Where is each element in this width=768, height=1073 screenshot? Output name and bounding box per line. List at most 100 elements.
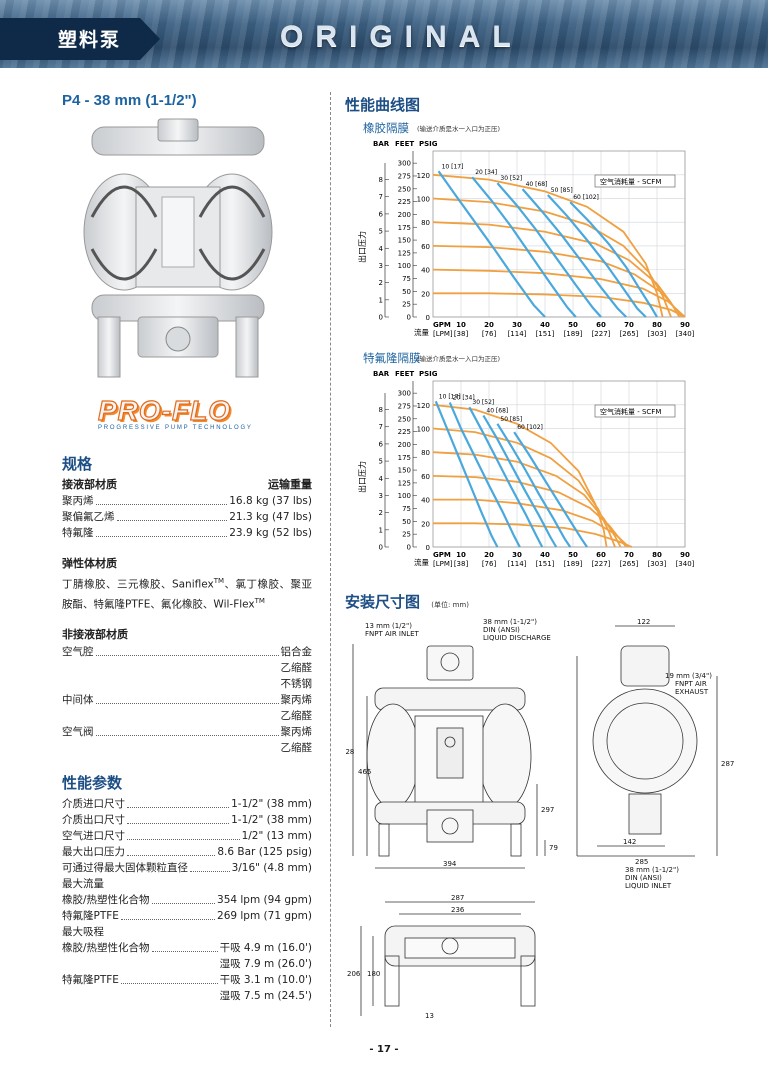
bar-tick: 6 bbox=[379, 210, 384, 218]
lpm-tick: [265] bbox=[620, 330, 639, 338]
nonwetted-row-leader bbox=[95, 692, 279, 704]
gpm-tick: 10 bbox=[456, 321, 466, 329]
gpm-tick: 10 bbox=[456, 551, 466, 559]
performance-row-label: 可通过得最大固体颗粒直径 bbox=[62, 862, 188, 874]
performance-row-value: 354 lpm (94 gpm) bbox=[217, 894, 312, 906]
dim-inlet-1: 38 mm (1-1/2") bbox=[625, 866, 679, 874]
performance-row-label: 空气进口尺寸 bbox=[62, 830, 125, 842]
feet-tick: 125 bbox=[398, 249, 411, 257]
chart-subtitle: (输送介质是水一入口为正压) bbox=[417, 354, 500, 363]
psig-tick: 20 bbox=[421, 520, 430, 528]
psig-tick: 0 bbox=[426, 314, 430, 322]
wetted-row-leader bbox=[116, 509, 228, 521]
dim-142: 142 bbox=[623, 838, 636, 846]
lpm-tick: [151] bbox=[536, 560, 555, 568]
performance-row-leader bbox=[190, 860, 230, 872]
feet-tick: 275 bbox=[398, 172, 411, 180]
psig-tick: 80 bbox=[421, 449, 430, 457]
chart-ylabel: 出口压力 bbox=[357, 461, 367, 493]
bar-tick: 4 bbox=[379, 475, 384, 483]
air-curve bbox=[471, 176, 577, 318]
performance-row-leader bbox=[120, 972, 218, 984]
gpm-tick: 60 bbox=[596, 551, 606, 559]
bar-tick: 3 bbox=[379, 492, 383, 500]
nonwetted-row-leader bbox=[95, 644, 279, 656]
plot-frame bbox=[432, 150, 686, 318]
feet-tick: 150 bbox=[398, 467, 411, 475]
performance-row-value: 湿吸 7.9 m (26.0') bbox=[219, 958, 312, 970]
dim-285: 285 bbox=[635, 858, 648, 866]
performance-row-label: 特氟隆PTFE bbox=[62, 974, 119, 986]
psig-tick: 100 bbox=[417, 196, 430, 204]
performance-row-leader bbox=[151, 892, 216, 904]
psig-tick: 100 bbox=[417, 426, 430, 434]
performance-row: 最大吸程 bbox=[62, 924, 312, 940]
chart-title: 特氟隆隔膜 bbox=[363, 351, 421, 365]
wetted-row-value: 16.8 kg (37 lbs) bbox=[229, 495, 312, 507]
feet-tick: 225 bbox=[398, 198, 411, 206]
performance-row-label: 最大出口压力 bbox=[62, 846, 125, 858]
chart-title: 橡胶隔膜 bbox=[363, 121, 409, 135]
feet-tick: 75 bbox=[402, 275, 411, 283]
dim-inlet-3: LIQUID INLET bbox=[625, 882, 672, 890]
wetted-row-label: 聚丙烯 bbox=[62, 495, 94, 507]
nonwetted-row-leader bbox=[64, 676, 279, 688]
dimensions-heading: 安装尺寸图 bbox=[345, 593, 421, 611]
air-curve-label: 10 [17] bbox=[439, 393, 461, 400]
lpm-tick: [303] bbox=[648, 560, 667, 568]
bar-tick: 2 bbox=[379, 279, 383, 287]
unit-bar: BAR bbox=[373, 370, 390, 378]
pressure-curve bbox=[432, 268, 686, 318]
performance-row-leader bbox=[127, 844, 216, 856]
legend-box bbox=[594, 174, 676, 188]
air-curve bbox=[513, 431, 588, 548]
gpm-tick: 90 bbox=[680, 551, 690, 559]
bar-tick: 1 bbox=[379, 296, 383, 304]
bar-tick: 5 bbox=[379, 458, 383, 466]
air-curve-label: 50 [85] bbox=[551, 187, 573, 194]
performance-row-value: 干吸 4.9 m (16.0') bbox=[219, 942, 312, 954]
dim-236: 236 bbox=[451, 906, 465, 914]
performance-row: 橡胶/热塑性化合物干吸 4.9 m (16.0') bbox=[62, 940, 312, 956]
dimensions-unit-note: (单位: mm) bbox=[431, 601, 469, 609]
wetted-row-label: 特氟隆 bbox=[62, 527, 94, 539]
feet-tick: 175 bbox=[398, 224, 411, 232]
pressure-curve bbox=[432, 245, 683, 318]
air-curve-label: 60 [102] bbox=[517, 424, 543, 431]
dim-394: 394 bbox=[443, 860, 457, 868]
performance-row-leader bbox=[127, 796, 230, 808]
dim-discharge-3: LIQUID DISCHARGE bbox=[483, 634, 551, 642]
psig-tick: 40 bbox=[421, 267, 430, 275]
pump-photo bbox=[83, 118, 273, 378]
legend-box bbox=[594, 404, 676, 418]
nonwetted-heading: 非接液部材质 bbox=[62, 628, 128, 641]
air-curve bbox=[496, 182, 602, 318]
left-column: P4 - 38 mm (1-1/2") PRO-FLO PROGRESSIVE … bbox=[62, 92, 312, 1004]
feet-tick: 50 bbox=[402, 288, 411, 296]
performance-row-value: 1/2" (13 mm) bbox=[241, 830, 312, 842]
performance-row: 空气进口尺寸 1/2" (13 mm) bbox=[62, 828, 312, 844]
feet-tick: 100 bbox=[398, 262, 411, 270]
performance-row-leader bbox=[106, 924, 310, 936]
gpm-tick: 90 bbox=[680, 321, 690, 329]
air-curve-label: 40 [68] bbox=[526, 181, 548, 188]
performance-row-value: 269 lpm (71 gpm) bbox=[217, 910, 312, 922]
header-banner: 塑料泵 ORIGINAL bbox=[0, 0, 768, 68]
feet-tick: 275 bbox=[398, 402, 411, 410]
feet-tick: 200 bbox=[398, 211, 411, 219]
air-curve-label: 40 [68] bbox=[486, 408, 508, 415]
gpm-tick: 40 bbox=[540, 321, 550, 329]
chart-xlabel: 流量 bbox=[414, 557, 429, 567]
nonwetted-row-label: 空气阀 bbox=[62, 726, 94, 738]
bar-tick: 8 bbox=[379, 406, 383, 414]
nonwetted-row-label: 中间体 bbox=[62, 694, 94, 706]
pressure-curve bbox=[433, 522, 633, 548]
wetted-row-leader bbox=[95, 525, 228, 537]
bar-tick: 1 bbox=[379, 526, 383, 534]
lpm-tick: [114] bbox=[508, 560, 527, 568]
